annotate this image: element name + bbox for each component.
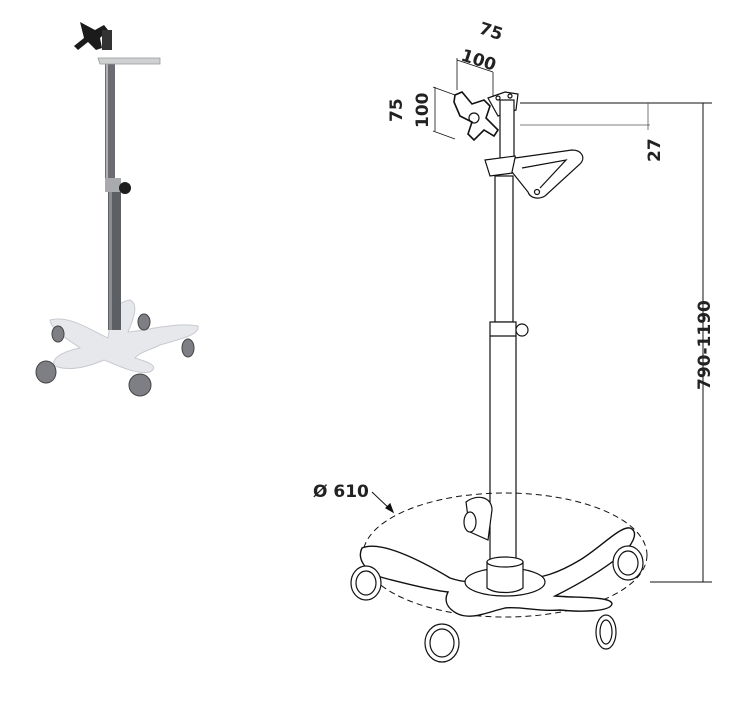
dimension-labels: 75 100 75 100 27 790-1190 Ø 610 [313,19,715,502]
vesa-horizontal-100-label: 100 [458,46,498,76]
vesa-horizontal-75-label: 75 [476,19,505,45]
mount-offset-27-label: 27 [645,138,665,162]
technical-drawing [350,58,712,663]
product-photo [35,22,199,397]
pole-lower [489,321,517,563]
base-diameter-label: Ø 610 [313,482,369,502]
vesa-vertical-75-label: 75 [387,98,407,122]
vesa-plate [453,91,500,142]
photo-height-knob [119,182,131,194]
height-knob [515,323,529,337]
pole-upper [494,175,514,323]
photo-pole-collar [105,178,121,192]
photo-tray [97,57,161,65]
photo-base [49,299,199,374]
casters [350,511,644,663]
photo-vesa-mount [74,22,112,50]
photo-pole-upper [105,58,115,183]
photo-casters [35,313,195,397]
height-range-label: 790-1190 [695,300,715,390]
vesa-vertical-100-label: 100 [413,92,433,128]
